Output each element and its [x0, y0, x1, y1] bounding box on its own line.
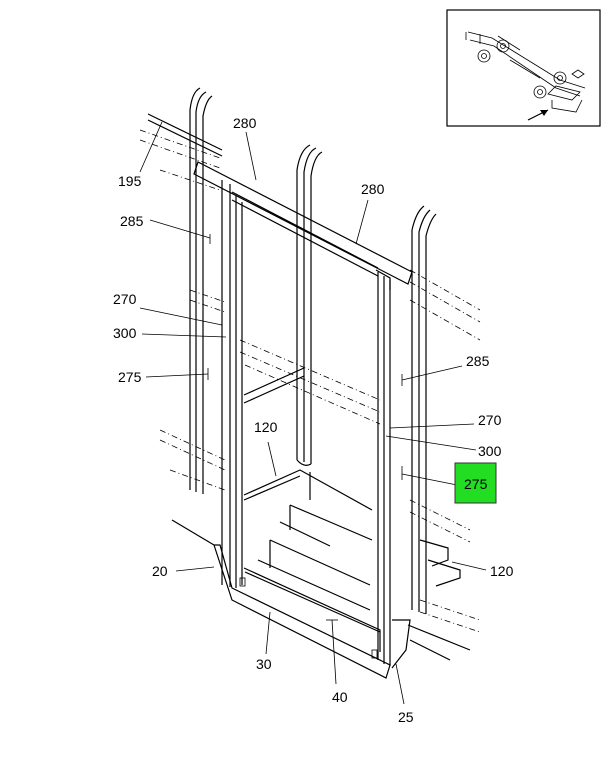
- step-well: [243, 469, 381, 652]
- inset-frame: [446, 9, 601, 127]
- callout-40[interactable]: 40: [332, 689, 348, 705]
- callout-120-right[interactable]: 120: [490, 563, 514, 579]
- callout-270-right[interactable]: 270: [478, 412, 502, 428]
- locator-inset: [446, 9, 601, 127]
- highlight-275[interactable]: [454, 462, 497, 504]
- chassis-thumbnail: [465, 31, 586, 113]
- callout-300-right[interactable]: 300: [478, 443, 502, 459]
- top-beam: [193, 161, 413, 285]
- right-step-bracket: [419, 539, 461, 587]
- dashed-stringers: [139, 129, 481, 633]
- locator-arrowhead: [540, 110, 548, 116]
- door-frame: [221, 180, 391, 666]
- callout-285-left[interactable]: 285: [120, 213, 144, 229]
- floor-sill: [171, 519, 471, 679]
- callout-280-left[interactable]: 280: [233, 115, 257, 131]
- callout-30[interactable]: 30: [256, 656, 272, 672]
- callout-270-left[interactable]: 270: [113, 291, 137, 307]
- callout-20[interactable]: 20: [152, 563, 168, 579]
- rod-195: [147, 113, 223, 157]
- callout-120-left[interactable]: 120: [254, 419, 278, 435]
- callout-labels: 195 280 280 285 270 300 275 285 270 300 …: [113, 115, 514, 725]
- callout-275-right[interactable]: 275: [464, 476, 488, 492]
- callout-285-right[interactable]: 285: [466, 353, 490, 369]
- callout-280-right[interactable]: 280: [361, 181, 385, 197]
- callout-25[interactable]: 25: [398, 709, 414, 725]
- leader-lines: [139, 121, 487, 705]
- callout-300-left[interactable]: 300: [113, 325, 137, 341]
- callout-275-left[interactable]: 275: [118, 369, 142, 385]
- callout-195[interactable]: 195: [118, 173, 142, 189]
- center-post: [243, 367, 312, 466]
- roof-bows: [189, 87, 437, 614]
